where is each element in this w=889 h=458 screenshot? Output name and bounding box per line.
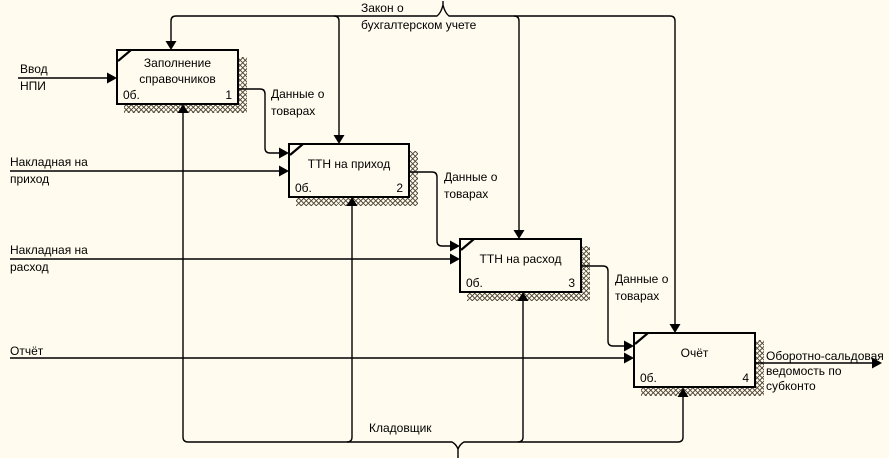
arrow-label-storekeeper[interactable]: Кладовщик <box>369 421 432 435</box>
activity-box-2[interactable]: ТТН на приход 0б. 2 <box>288 143 410 198</box>
mechanism-branch-box3 <box>517 297 524 443</box>
arrow-label-invoice-out[interactable]: Накладная на расход <box>10 243 88 274</box>
mechanism-arrow-storekeeper <box>182 109 684 458</box>
arrow-label-goods-data-2[interactable]: Данные о товарах <box>444 170 498 201</box>
arrow-label-goods-data-1[interactable]: Данные о товарах <box>271 87 325 118</box>
activity-number: 4 <box>742 371 749 385</box>
arrow-label-input-npi[interactable]: Ввод НПИ <box>20 62 48 93</box>
activity-cost: 0б. <box>466 276 483 290</box>
activity-box-1[interactable]: Заполнение справочников 0б. 1 <box>116 49 239 105</box>
arrow-label-output-statement[interactable]: Оборотно-сальдовая ведомость по субконто <box>766 349 884 393</box>
mechanism-branch-box2 <box>346 202 353 443</box>
control-branch-box3 <box>513 15 520 234</box>
arrow-label-report[interactable]: Отчёт <box>10 344 44 358</box>
control-arrow-law <box>170 1 676 328</box>
activity-number: 2 <box>396 181 403 195</box>
activity-title: ТТН на приход <box>307 157 391 171</box>
activity-box-3[interactable]: ТТН на расход 0б. 3 <box>459 238 582 293</box>
activity-number: 1 <box>225 88 232 102</box>
arrow-label-law[interactable]: Закон о бухгалтерском учете <box>361 1 477 32</box>
activity-title: Очёт <box>680 346 709 360</box>
arrow-label-invoice-in[interactable]: Накладная на приход <box>10 155 88 186</box>
control-branch-box2 <box>333 15 340 139</box>
activity-cost: 0б. <box>295 181 312 195</box>
activity-cost: 0б. <box>640 371 657 385</box>
activity-title: Заполнение справочников <box>139 56 216 86</box>
activity-cost: 0б. <box>123 88 140 102</box>
activity-title: ТТН на расход <box>479 252 562 266</box>
activity-box-4[interactable]: Очёт 0б. 4 <box>633 332 756 388</box>
activity-number: 3 <box>568 276 575 290</box>
arrow-label-goods-data-3[interactable]: Данные о товарах <box>615 272 669 303</box>
